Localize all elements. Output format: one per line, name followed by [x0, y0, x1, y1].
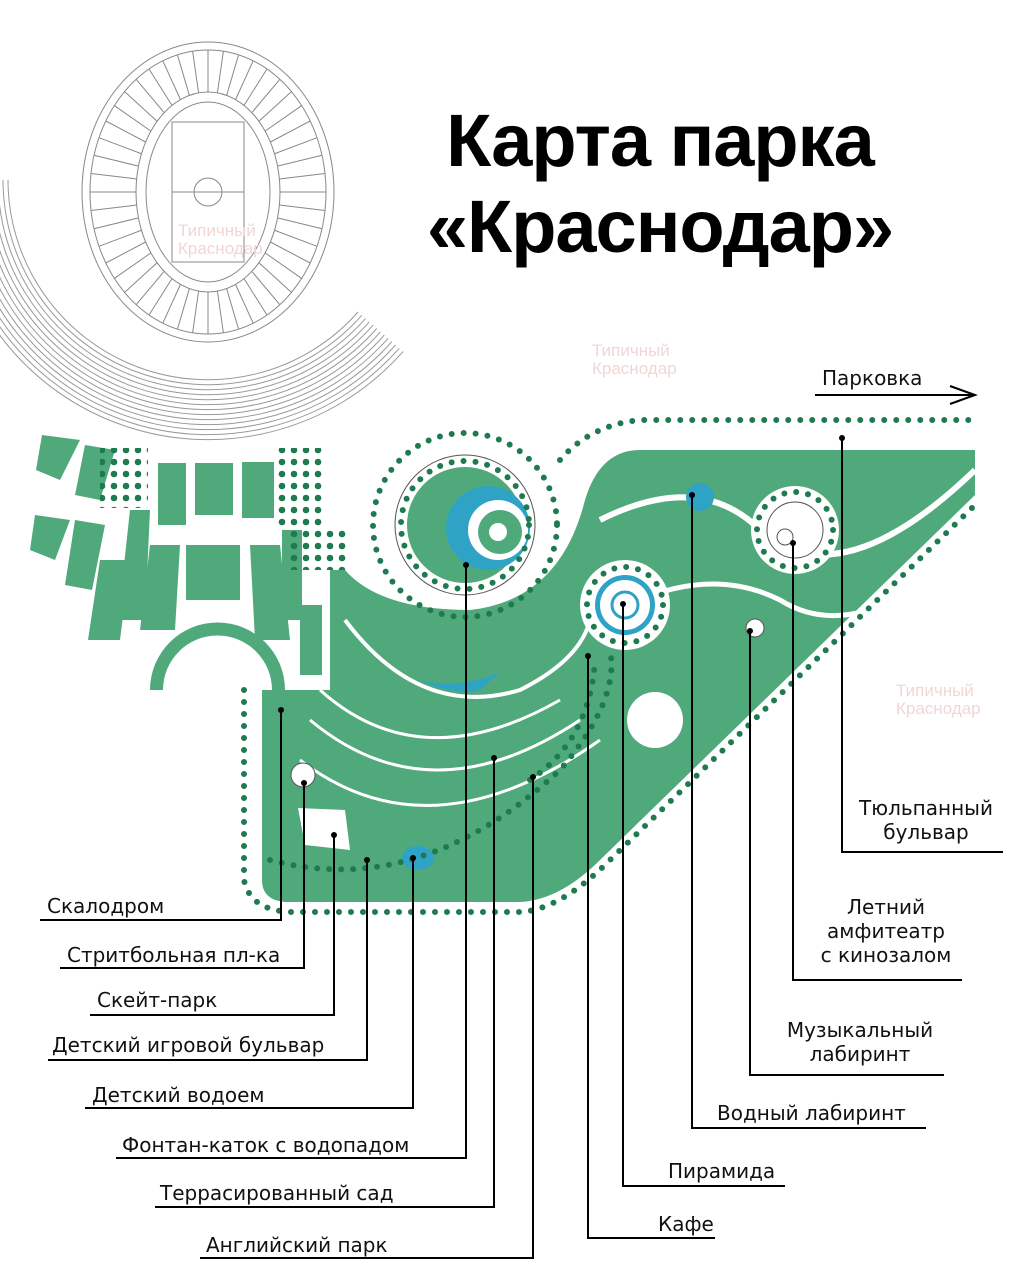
- watermark-line-2: Краснодар: [178, 239, 263, 258]
- label-line: Летний: [846, 895, 926, 919]
- label-english-park[interactable]: Английский парк: [206, 1233, 388, 1257]
- label-line: Музыкальный: [786, 1018, 934, 1042]
- label-terraced-garden[interactable]: Террасированный сад: [160, 1181, 394, 1205]
- label-climbing-wall[interactable]: Скалодром: [47, 894, 165, 918]
- title-line-2: «Краснодар»: [426, 185, 894, 268]
- watermark-line-1: Типичный: [592, 341, 670, 360]
- label-skate-park[interactable]: Скейт-парк: [97, 988, 218, 1012]
- watermark-line-2: Краснодар: [592, 359, 677, 378]
- stadium: [81, 41, 335, 343]
- label-kids-pond[interactable]: Детский водоем: [92, 1083, 265, 1107]
- label-line: лабиринт: [809, 1042, 911, 1066]
- page-title: Карта парка «Краснодар»: [370, 98, 950, 270]
- label-streetball-court[interactable]: Стритбольная пл-ка: [67, 943, 281, 967]
- label-pyramid[interactable]: Пирамида: [668, 1159, 776, 1183]
- label-line: с кинозалом: [820, 943, 952, 967]
- watermark-line-1: Типичный: [896, 681, 974, 700]
- label-line: бульвар: [883, 820, 969, 844]
- label-line: амфитеатр: [827, 919, 945, 943]
- label-water-maze[interactable]: Водный лабиринт: [717, 1101, 906, 1125]
- watermark-line-1: Типичный: [178, 221, 256, 240]
- watermark-line-2: Краснодар: [896, 699, 981, 718]
- tree-rows-left: [100, 448, 350, 570]
- label-kids-play-boulevard[interactable]: Детский игровой бульвар: [52, 1033, 325, 1057]
- label-fountain-rink[interactable]: Фонтан-каток с водопадом: [122, 1133, 410, 1157]
- parking-label[interactable]: Парковка: [822, 366, 923, 390]
- title-line-1: Карта парка: [446, 99, 875, 182]
- label-line: Тюльпанный: [859, 796, 993, 820]
- label-cafe[interactable]: Кафе: [658, 1212, 714, 1236]
- stands-arcs: [0, 179, 404, 441]
